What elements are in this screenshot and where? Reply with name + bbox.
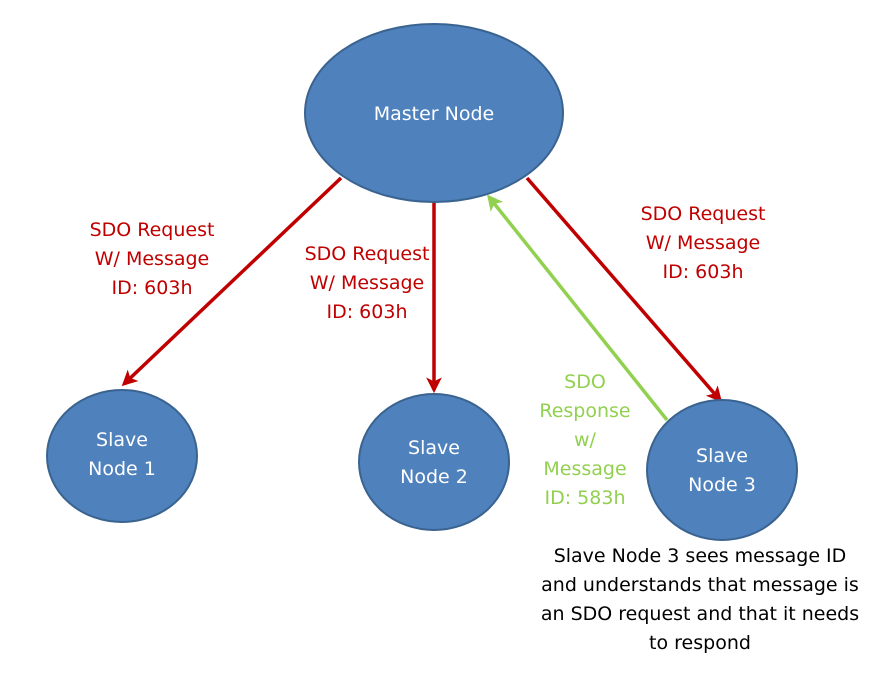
request-label-3-line-2: W/ Message bbox=[646, 232, 761, 254]
slave-node-3-label-line-1: Slave bbox=[696, 445, 748, 467]
request-arrow-to-slave-node-1 bbox=[121, 176, 343, 387]
slave-node-1-label-line-2: Node 1 bbox=[88, 458, 156, 480]
response-label-line-5: ID: 583h bbox=[545, 487, 626, 509]
response-label-line-3: w/ bbox=[574, 429, 597, 451]
request-arrow-to-slave-node-3 bbox=[525, 176, 723, 403]
request-label-3-line-1: SDO Request bbox=[641, 203, 766, 225]
response-label-line-2: Response bbox=[539, 400, 630, 422]
note-line-3: an SDO request and that it needs bbox=[541, 603, 859, 625]
response-arrow-from-slave-node-3 bbox=[487, 194, 669, 422]
request-label-2-line-2: W/ Message bbox=[310, 272, 425, 294]
slave-node-3-note: Slave Node 3 sees message ID and underst… bbox=[541, 545, 859, 654]
slave-node-2-label-line-2: Node 2 bbox=[400, 466, 468, 488]
note-line-4: to respond bbox=[649, 632, 751, 654]
request-label-3-line-3: ID: 603h bbox=[663, 261, 744, 283]
master-node-label: Master Node bbox=[374, 103, 495, 125]
slave-node-3-label-line-2: Node 3 bbox=[688, 474, 756, 496]
slave-node-2-label-line-1: Slave bbox=[408, 437, 460, 459]
request-label-2-line-3: ID: 603h bbox=[327, 301, 408, 323]
request-label-1-line-2: W/ Message bbox=[95, 248, 210, 270]
request-label-slave-node-1: SDO Request W/ Message ID: 603h bbox=[90, 219, 215, 299]
response-label-slave-node-3: SDO Response w/ Message ID: 583h bbox=[539, 371, 630, 509]
slave-node-2: Slave Node 2 bbox=[358, 393, 510, 531]
request-label-2-line-1: SDO Request bbox=[305, 243, 430, 265]
slave-node-1-label-line-1: Slave bbox=[96, 429, 148, 451]
request-label-slave-node-3: SDO Request W/ Message ID: 603h bbox=[641, 203, 766, 283]
slave-node-3: Slave Node 3 bbox=[646, 399, 798, 541]
slave-node-1: Slave Node 1 bbox=[46, 389, 198, 523]
response-label-line-1: SDO bbox=[564, 371, 606, 393]
note-line-2: and understands that message is bbox=[541, 574, 859, 596]
request-label-slave-node-2: SDO Request W/ Message ID: 603h bbox=[305, 243, 430, 323]
note-line-1: Slave Node 3 sees message ID bbox=[554, 545, 847, 567]
request-label-1-line-3: ID: 603h bbox=[112, 277, 193, 299]
master-node: Master Node bbox=[304, 23, 564, 203]
response-label-line-4: Message bbox=[543, 458, 626, 480]
request-label-1-line-1: SDO Request bbox=[90, 219, 215, 241]
